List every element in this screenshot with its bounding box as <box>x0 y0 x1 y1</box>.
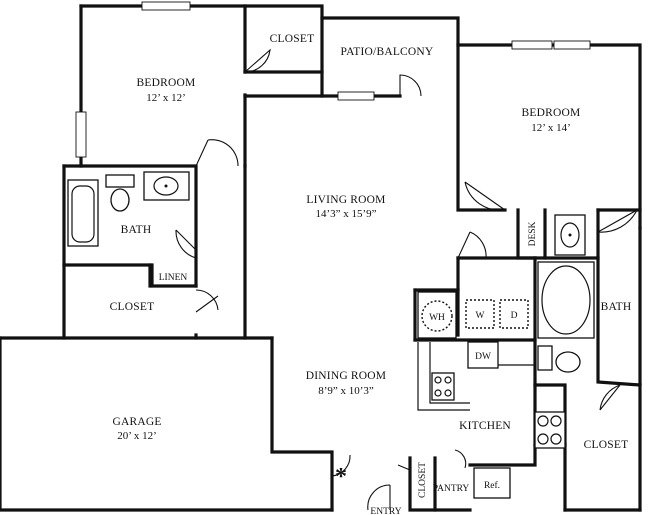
entry-label: ENTRY <box>370 507 401 515</box>
dining-room-label: DINING ROOM <box>306 370 386 382</box>
desk-label: DESK <box>528 221 538 246</box>
bathroom-fixtures-right <box>537 214 595 373</box>
water-heater-label: WH <box>429 313 445 323</box>
pantry-label: PANTRY <box>433 484 470 494</box>
closet-entry-label: CLOSET <box>418 462 428 498</box>
kitchen-label: KITCHEN <box>459 420 511 432</box>
bedroom-right-label: BEDROOM <box>522 107 581 119</box>
appliance-labels: WH W D DW Ref. <box>429 311 517 491</box>
appliances <box>417 291 566 499</box>
asterisk-marker: * <box>335 464 347 490</box>
closet-left-label: CLOSET <box>110 301 155 313</box>
garage-size: 20’ x 12’ <box>117 430 157 442</box>
dryer-label: D <box>511 311 518 321</box>
living-room-label: LIVING ROOM <box>306 194 385 206</box>
dining-room-size: 8’9” x 10’3” <box>318 385 374 397</box>
washer-label: W <box>476 311 485 321</box>
linen-label: LINEN <box>159 273 188 283</box>
bath-right-label: BATH <box>601 301 632 313</box>
closet-top-label: CLOSET <box>270 33 315 45</box>
bedroom-left-label: BEDROOM <box>137 77 196 89</box>
bath-left-label: BATH <box>121 224 152 236</box>
dishwasher-label: DW <box>475 352 491 362</box>
doors <box>175 48 638 511</box>
patio-balcony-label: PATIO/BALCONY <box>341 46 434 58</box>
room-labels: BEDROOM 12’ x 12’ CLOSET PATIO/BALCONY B… <box>110 33 632 515</box>
bedroom-left-size: 12’ x 12’ <box>146 92 186 104</box>
windows <box>75 1 591 158</box>
garage-label: GARAGE <box>112 416 161 428</box>
closet-right-label: CLOSET <box>584 439 629 451</box>
living-room-size: 14’3” x 15’9” <box>315 208 376 220</box>
bathroom-fixtures-left <box>67 171 190 247</box>
refrigerator-label: Ref. <box>484 480 500 491</box>
walls <box>0 4 642 512</box>
bedroom-right-size: 12’ x 14’ <box>531 122 571 134</box>
